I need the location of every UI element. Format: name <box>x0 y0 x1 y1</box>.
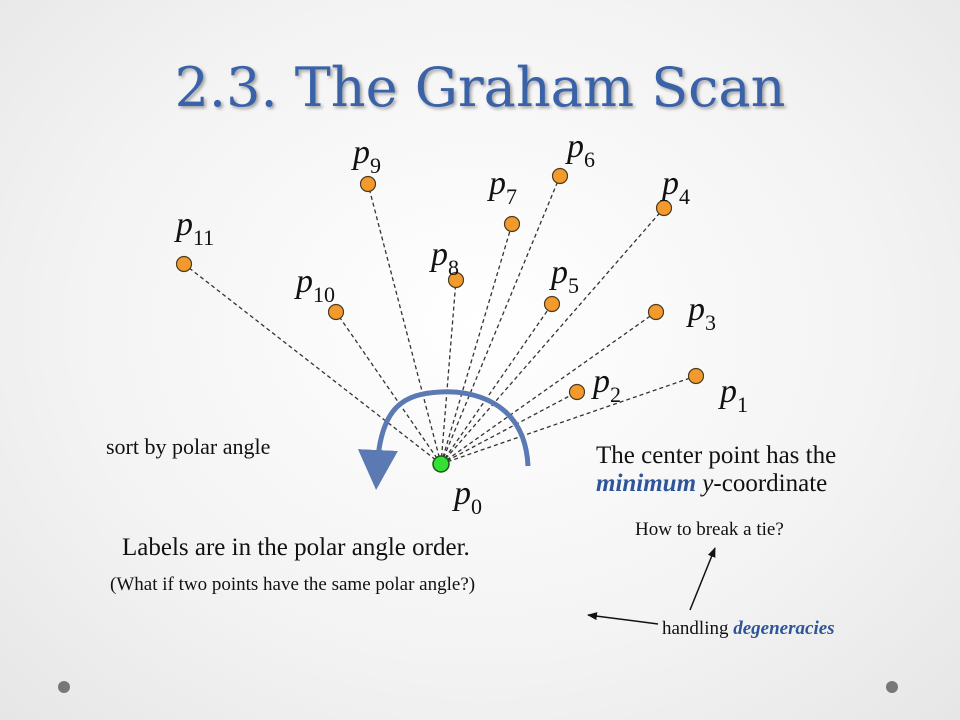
ray-p3 <box>440 311 657 465</box>
labels-order-note: Labels are in the polar angle order. <box>122 534 470 561</box>
point-p9 <box>359 175 377 193</box>
point-label-p1: p1 <box>720 373 748 417</box>
break-tie-note: How to break a tie? <box>635 519 784 540</box>
point-label-p10: p10 <box>296 263 335 307</box>
point-p7 <box>503 215 521 233</box>
ray-p4 <box>440 207 665 465</box>
ray-p6 <box>440 175 561 465</box>
point-p10 <box>327 303 345 321</box>
point-p5 <box>543 295 561 313</box>
point-p3 <box>647 303 665 321</box>
minimum-emphasis: minimum <box>596 470 697 497</box>
point-p4 <box>655 199 673 217</box>
degeneracies-note: handling degeneracies <box>662 618 835 640</box>
coordinate-text: -coordinate <box>713 470 828 497</box>
point-label-p3: p3 <box>688 291 716 335</box>
ray-p9 <box>367 183 442 465</box>
ray-p1 <box>440 375 697 465</box>
origin-point-p0 <box>432 455 450 473</box>
point-p11 <box>175 255 193 273</box>
center-point-line2: minimum y-coordinate <box>596 470 836 498</box>
point-label-p4: p4 <box>662 165 690 209</box>
ray-p10 <box>335 311 442 465</box>
point-label-p5: p5 <box>551 254 579 298</box>
point-label-p8: p8 <box>431 236 459 280</box>
handling-text: handling <box>662 618 729 639</box>
point-label-p11: p11 <box>176 206 215 250</box>
point-p8 <box>447 271 465 289</box>
ray-p8 <box>440 279 457 465</box>
pointer-arrow-degeneracies <box>587 612 659 625</box>
slide-corner-dot-right <box>886 681 898 693</box>
point-p1 <box>687 367 705 385</box>
ray-p5 <box>440 303 553 465</box>
page-title: 2.3. The Graham Scan <box>174 56 786 119</box>
ray-p2 <box>440 391 578 465</box>
point-label-p7: p7 <box>489 165 517 209</box>
sort-direction-arrow <box>357 389 531 490</box>
ray-p11 <box>183 263 442 465</box>
slide-corner-dot-left <box>58 681 70 693</box>
point-label-p0: p0 <box>454 475 482 519</box>
point-label-p6: p6 <box>567 128 595 172</box>
point-group <box>175 167 705 401</box>
y-variable: y <box>702 470 714 497</box>
same-angle-note: (What if two points have the same polar … <box>110 574 476 595</box>
point-label-p2: p2 <box>593 363 621 407</box>
ray-group <box>183 175 697 465</box>
point-label-p9: p9 <box>353 134 381 178</box>
sort-by-polar-angle-note: sort by polar angle <box>106 434 271 459</box>
point-p6 <box>551 167 569 185</box>
center-point-line1: The center point has the <box>596 442 837 469</box>
center-point-note: The center point has the minimum y-coord… <box>596 442 836 498</box>
point-p2 <box>568 383 586 401</box>
degeneracies-emphasis: degeneracies <box>733 618 835 639</box>
pointer-arrow-tie <box>689 547 716 611</box>
